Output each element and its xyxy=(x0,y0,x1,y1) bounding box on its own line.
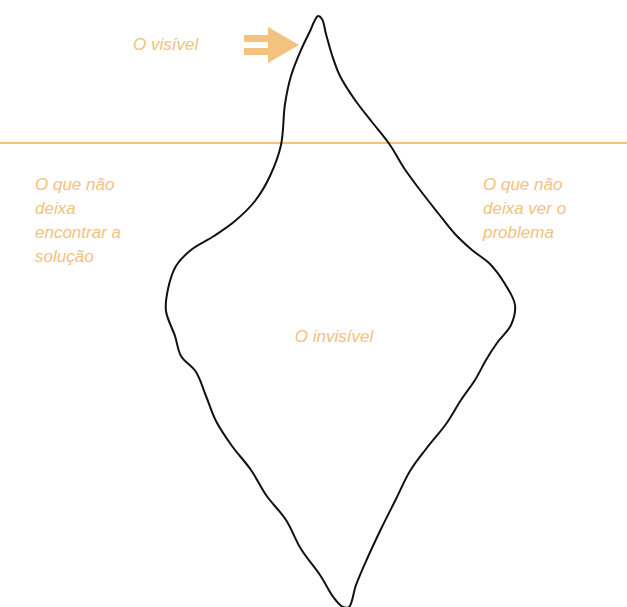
side-note: O que não deixa encontrar a solução xyxy=(35,173,147,269)
side-note: O que não deixa ver o problema xyxy=(483,173,591,245)
arrow-shaft xyxy=(244,35,271,42)
arrow-head xyxy=(268,27,299,63)
iceberg-path xyxy=(166,16,516,607)
water-line xyxy=(0,142,627,144)
pointer-arrow xyxy=(244,27,299,63)
visible-label: O visível xyxy=(133,33,243,57)
iceberg-outline xyxy=(160,10,526,607)
iceberg-label: O invisível xyxy=(269,325,399,349)
arrow-shaft xyxy=(244,48,271,55)
iceberg-shape: O invisível xyxy=(160,10,526,607)
